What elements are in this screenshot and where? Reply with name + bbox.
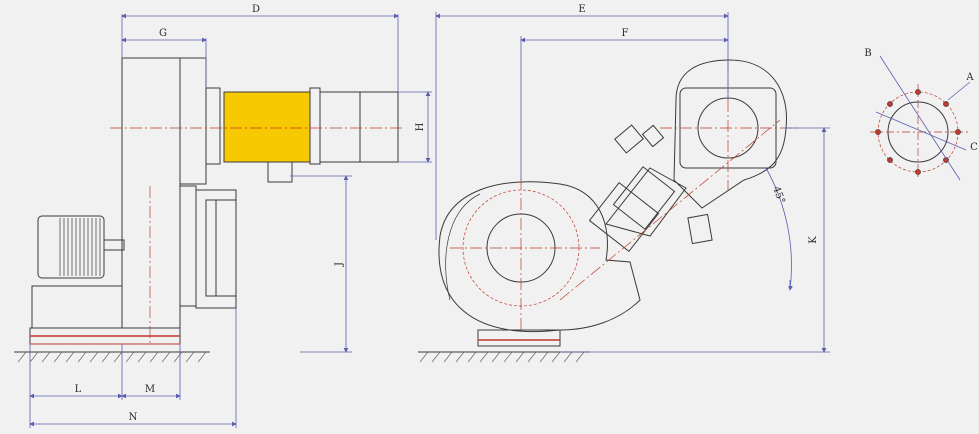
dim-label-D: D (252, 4, 260, 15)
detail-label-B: B (864, 48, 871, 59)
angle-label: 45° (770, 185, 786, 205)
fan-inlet-box (179, 185, 197, 307)
dim-label-H: H (415, 122, 426, 131)
fan-volute (438, 181, 641, 332)
ground-hatch-icon (419, 351, 585, 363)
bolt-hole-icon (875, 89, 961, 175)
motor-fins (59, 218, 101, 276)
diagonal-duct (605, 167, 687, 237)
outlet-flange-left (205, 87, 221, 165)
motor-shaft (103, 239, 125, 251)
side-view-dimensions (29, 13, 432, 428)
dim-label-E: E (578, 4, 585, 15)
dim-label-G: G (159, 28, 167, 39)
drain-fitting (267, 161, 293, 183)
outlet-elbow (673, 59, 787, 209)
duct-extension (319, 91, 399, 163)
dim-label-M: M (145, 384, 155, 395)
duct-flange-lower (588, 181, 660, 253)
side-view (14, 57, 405, 363)
front-base (477, 329, 561, 347)
motor-body (37, 215, 105, 279)
front-view (418, 59, 800, 363)
dim-label-K: K (808, 236, 819, 244)
angle-arc (765, 167, 793, 291)
dim-label-F: F (622, 28, 629, 39)
dim-label-N: N (129, 412, 138, 423)
detail-label-C: C (970, 142, 978, 153)
front-view-dimensions (435, 12, 830, 353)
ground-hatch-icon (17, 351, 207, 363)
outlet-flange-right (309, 87, 321, 165)
actuator-box (614, 124, 644, 154)
sensor-box (687, 213, 713, 245)
flange-detail (870, 55, 971, 181)
detail-label-A: A (965, 72, 974, 83)
dim-label-L: L (75, 384, 82, 395)
fan-housing (121, 57, 181, 329)
motor-pedestal (31, 285, 123, 329)
duct-flange-upper (612, 166, 676, 230)
dim-label-J: J (334, 262, 345, 267)
silencer-yellow (223, 91, 311, 163)
outlet-stub (179, 57, 207, 185)
